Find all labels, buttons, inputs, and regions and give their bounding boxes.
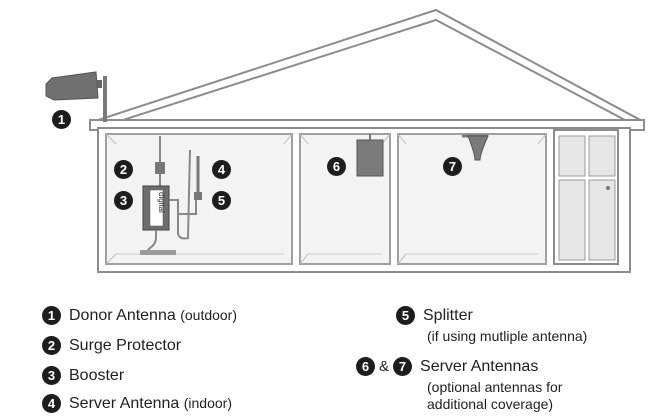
legend-item-server-antenna: 4 Server Antenna (indoor) bbox=[42, 394, 232, 413]
legend-label: Splitter bbox=[423, 306, 473, 324]
marker-3: 3 bbox=[114, 191, 133, 210]
legend-server-antennas-note-1: (optional antennas for bbox=[427, 379, 563, 395]
marker-7: 7 bbox=[443, 157, 462, 176]
marker-1: 1 bbox=[52, 110, 71, 129]
legend-label: Server Antenna bbox=[69, 394, 180, 412]
roof bbox=[90, 8, 646, 130]
legend-label: Donor Antenna bbox=[69, 306, 176, 324]
room-right bbox=[397, 133, 547, 265]
door bbox=[553, 129, 619, 265]
marker-4: 4 bbox=[212, 160, 231, 179]
marker-6: 6 bbox=[327, 157, 346, 176]
legend-badge: 7 bbox=[393, 357, 413, 376]
legend-badge: 4 bbox=[42, 394, 61, 413]
booster-device: digital bbox=[140, 185, 176, 255]
legend-label: Server Antennas bbox=[420, 357, 539, 375]
legend-label: Surge Protector bbox=[69, 336, 182, 354]
panel-antenna bbox=[356, 134, 384, 177]
legend-badge: 1 bbox=[42, 306, 61, 325]
legend-badge: 6 bbox=[356, 357, 375, 376]
marker-5: 5 bbox=[212, 191, 231, 210]
legend-ampersand: & bbox=[379, 358, 390, 375]
legend-item-booster: 3 Booster bbox=[42, 366, 124, 385]
legend-server-antennas-note-2: additional coverage) bbox=[427, 396, 554, 412]
legend-badge: 5 bbox=[396, 306, 415, 325]
dome-antenna bbox=[462, 134, 489, 161]
legend-badge: 2 bbox=[42, 336, 61, 355]
legend-note: (indoor) bbox=[183, 394, 232, 411]
legend-label: Booster bbox=[69, 366, 125, 384]
legend-item-donor-antenna: 1 Donor Antenna (outdoor) bbox=[42, 306, 237, 325]
server-antenna-indoor bbox=[194, 156, 202, 200]
legend-item-splitter: 5 Splitter bbox=[396, 306, 473, 325]
marker-2: 2 bbox=[114, 160, 133, 179]
legend-splitter-note: (if using mutliple antenna) bbox=[427, 328, 588, 344]
house-diagram: digital bbox=[45, 8, 646, 273]
legend-item-server-antennas: 6 & 7 Server Antennas bbox=[356, 357, 538, 376]
legend-badge: 3 bbox=[42, 366, 61, 385]
donor-antenna bbox=[45, 71, 107, 122]
surge-protector bbox=[155, 136, 165, 186]
legend-note: (outdoor) bbox=[180, 306, 238, 323]
booster-label: digital bbox=[157, 192, 166, 213]
legend-item-surge-protector: 2 Surge Protector bbox=[42, 336, 181, 355]
